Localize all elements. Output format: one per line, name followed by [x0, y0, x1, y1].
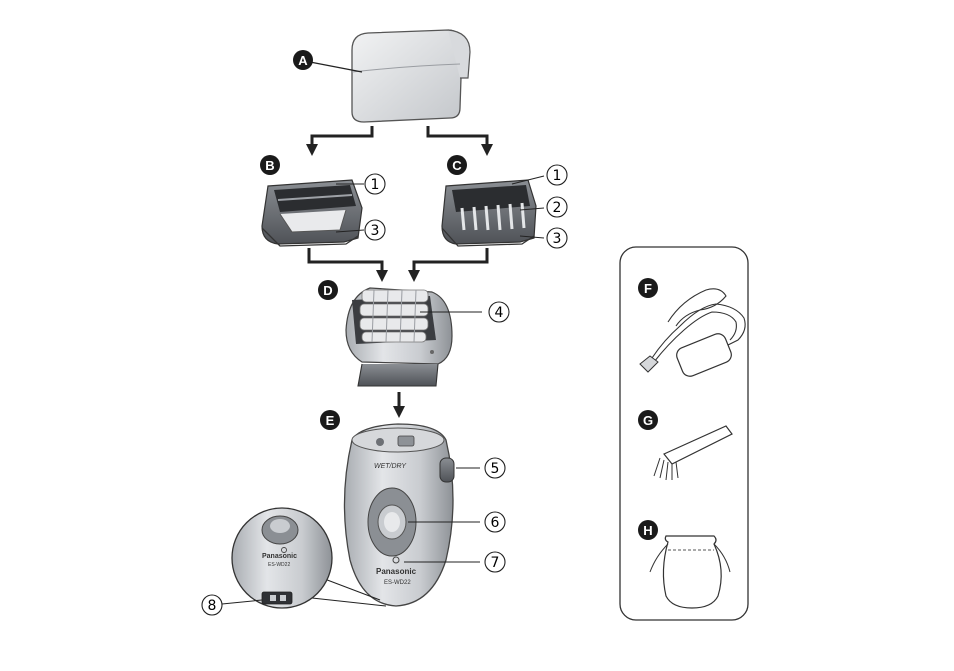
- badge-h-label: H: [643, 523, 652, 538]
- callout-c1: 1: [546, 164, 568, 186]
- badge-f-label: F: [644, 281, 652, 296]
- model-label: ES-WD22: [384, 580, 411, 586]
- badge-b-label: B: [265, 158, 274, 173]
- switch-label: WET/DRY: [374, 463, 407, 470]
- cap-a: [309, 29, 471, 123]
- callout-b3: 3: [364, 219, 386, 241]
- epilation-head-d: [345, 287, 482, 387]
- badge-a-label: A: [298, 53, 308, 68]
- badge-d-label: D: [323, 283, 332, 298]
- badge-a: A: [293, 50, 313, 70]
- callout-e8: 8: [201, 594, 223, 616]
- badge-d: D: [318, 280, 338, 300]
- inset-model-label: ES-WD22: [268, 562, 290, 568]
- badge-h: H: [638, 520, 658, 540]
- callout-c1-label: 1: [553, 168, 562, 184]
- shaver-head-c: [441, 175, 545, 247]
- ac-adaptor-icon: [651, 288, 746, 363]
- callout-c2-label: 2: [553, 200, 562, 216]
- badge-g: G: [638, 410, 658, 430]
- arrows-from-cap: [306, 126, 493, 156]
- cleaning-brush-g: [653, 425, 733, 481]
- badge-c: C: [447, 155, 467, 175]
- badge-f: F: [638, 278, 658, 298]
- callout-d4: 4: [488, 301, 510, 323]
- shaving-cap-icon: [351, 29, 463, 123]
- charging-socket: [261, 591, 293, 605]
- bottom-zoom-inset: Panasonic ES-WD22: [221, 507, 387, 609]
- callout-d4-label: 4: [495, 305, 504, 321]
- brand-label: Panasonic: [376, 567, 417, 576]
- callout-e6: 6: [484, 511, 506, 533]
- badge-g-label: G: [643, 413, 653, 428]
- callout-e5-label: 5: [491, 461, 500, 477]
- ac-adaptor-f: [639, 288, 746, 377]
- shaver-head-b: [261, 179, 365, 247]
- callout-c2: 2: [546, 196, 568, 218]
- callout-e5: 5: [484, 457, 506, 479]
- callout-b1-label: 1: [371, 177, 380, 193]
- callout-c3-label: 3: [553, 231, 562, 247]
- callout-e8-label: 8: [208, 598, 217, 614]
- callout-e7-label: 7: [491, 555, 500, 571]
- badge-e-label: E: [326, 413, 335, 428]
- badge-e: E: [320, 410, 340, 430]
- callout-b1: 1: [364, 173, 386, 195]
- inset-brand-label: Panasonic: [262, 553, 297, 560]
- cleaning-brush-icon: [663, 425, 733, 465]
- badge-b: B: [260, 155, 280, 175]
- wet-dry-switch: [439, 457, 455, 483]
- callout-b3-label: 3: [371, 223, 380, 239]
- callout-e7: 7: [484, 551, 506, 573]
- pouch-h: [649, 535, 731, 609]
- badge-c-label: C: [452, 158, 462, 173]
- pouch-icon: [662, 535, 722, 609]
- callout-c3: 3: [546, 227, 568, 249]
- arrows-into-epilator-head: [307, 248, 489, 282]
- main-body-e: WET/DRY Panasonic ES-WD22: [343, 423, 480, 607]
- callout-e6-label: 6: [491, 515, 500, 531]
